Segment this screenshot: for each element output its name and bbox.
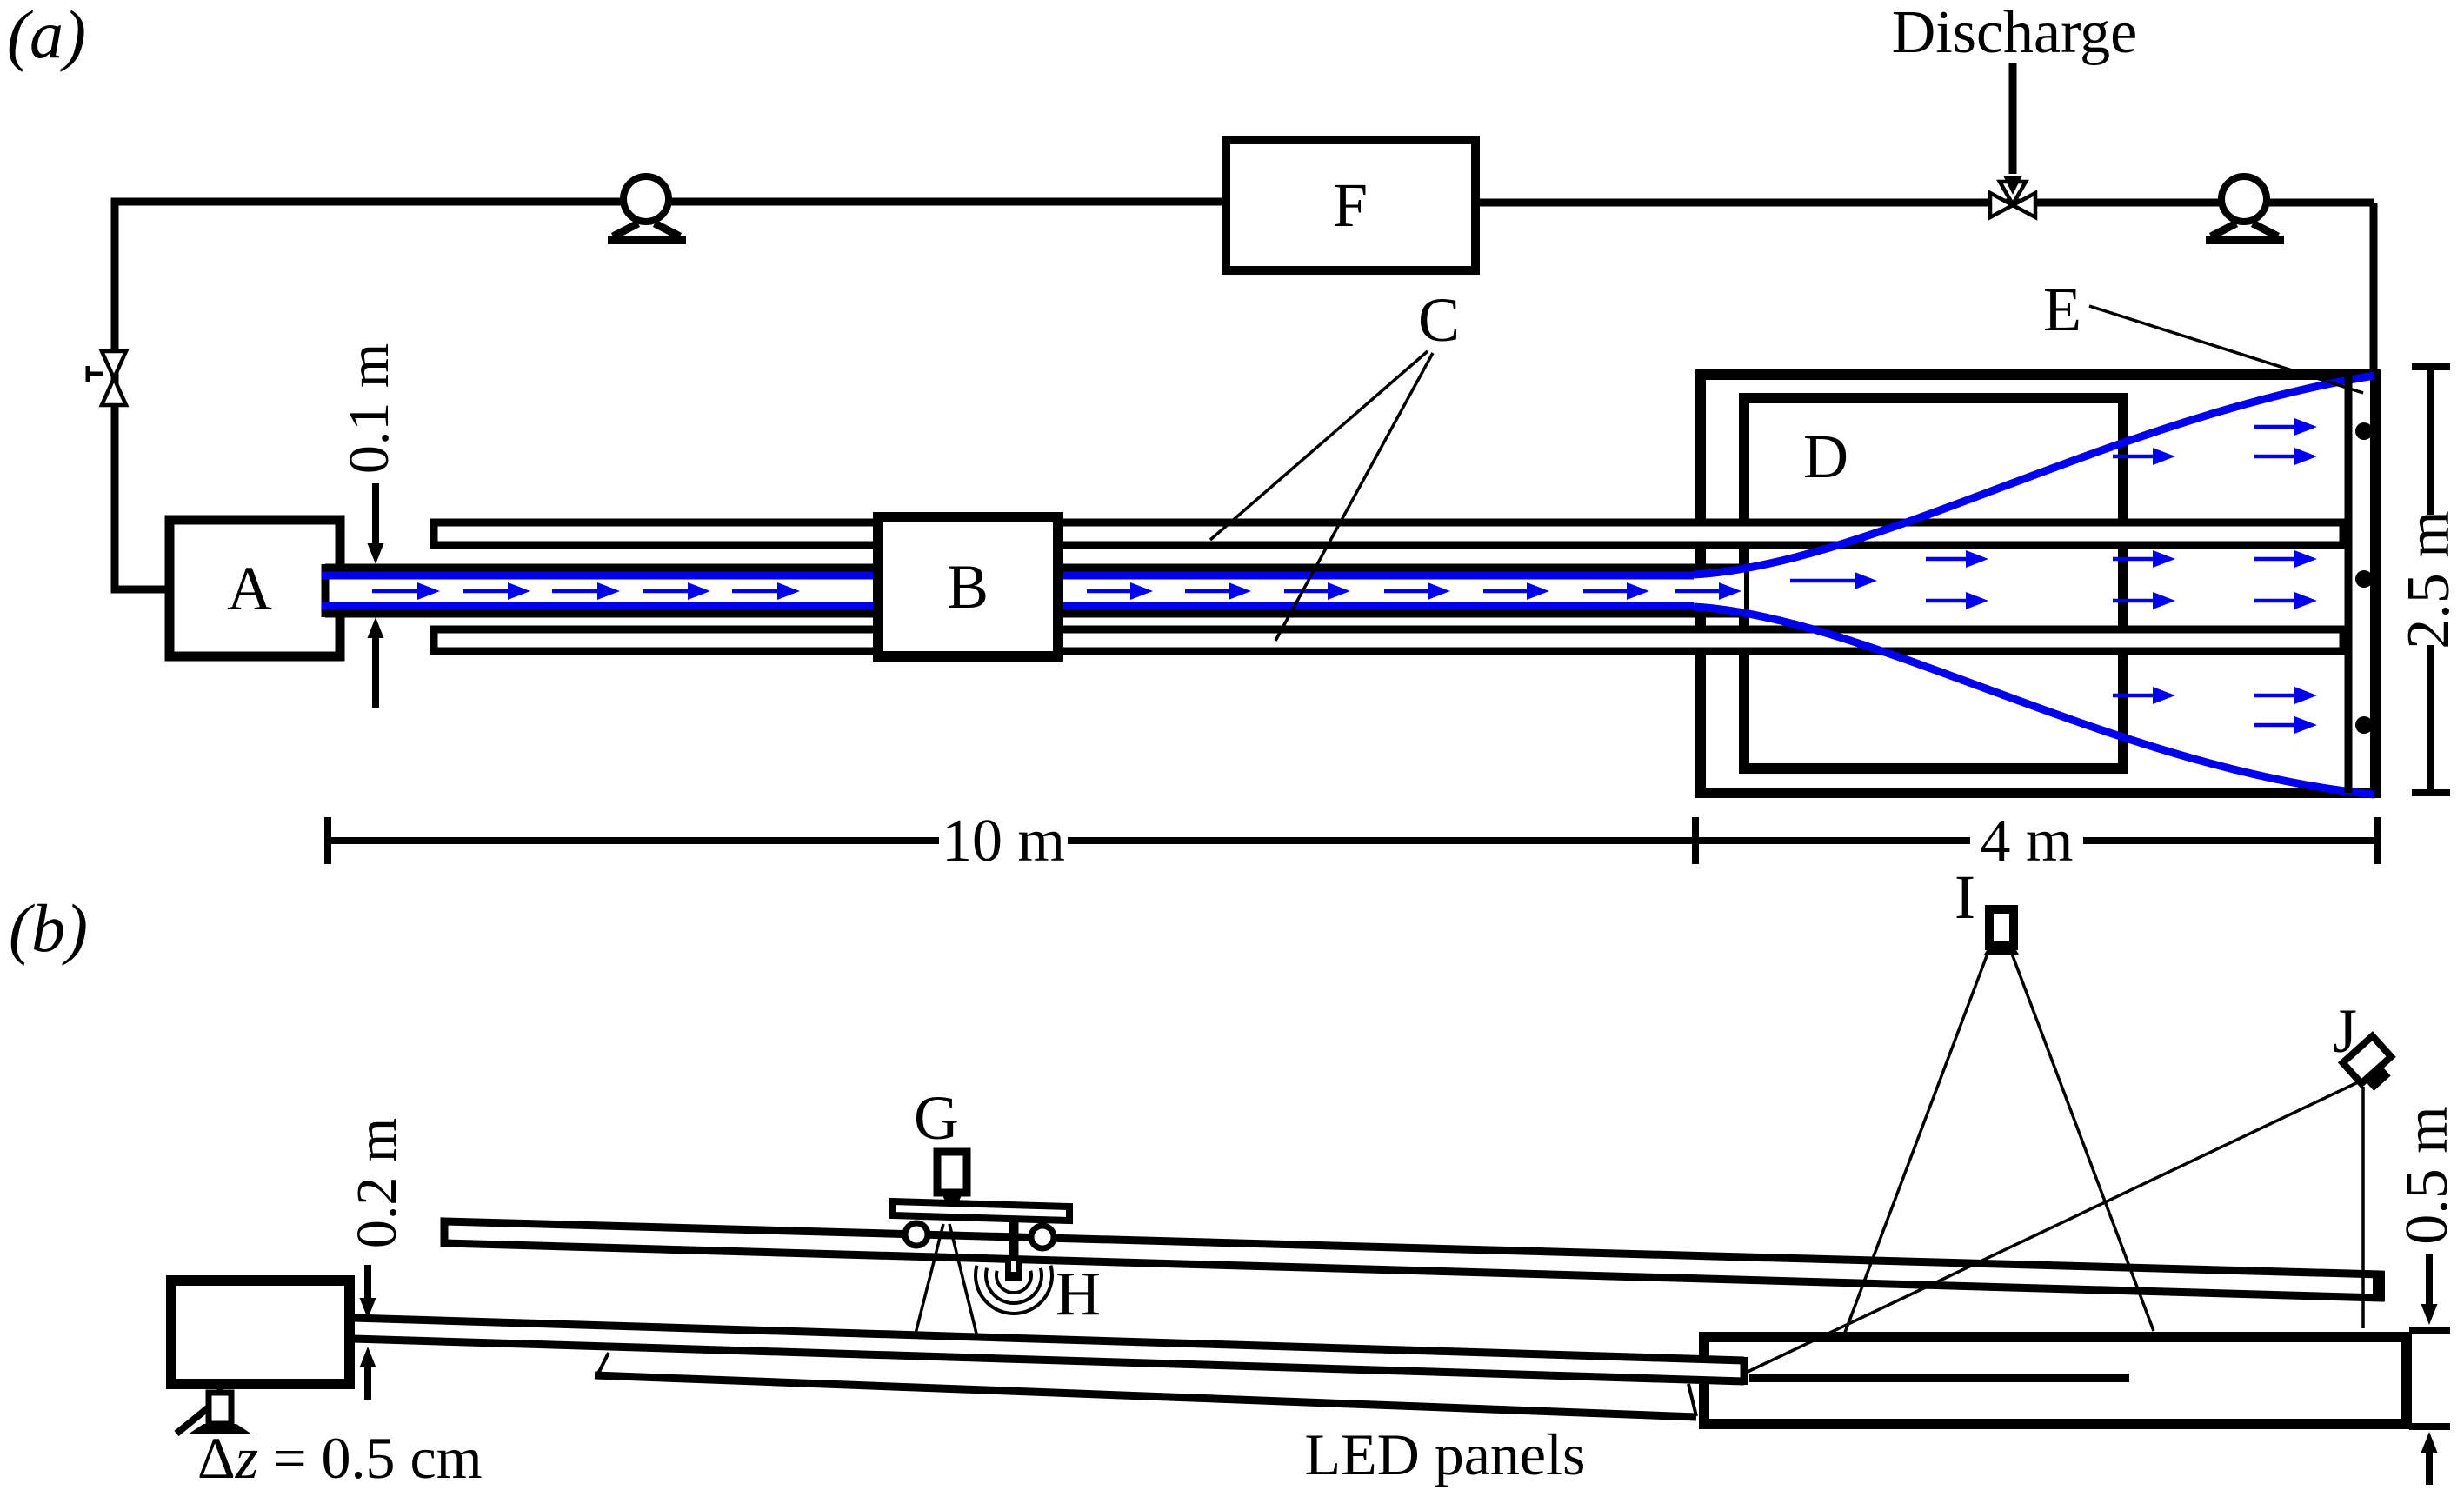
svg-text:Discharge: Discharge	[1892, 0, 2138, 66]
svg-text:Δz = 0.5 cm: Δz = 0.5 cm	[197, 1425, 483, 1491]
svg-text:F: F	[1333, 170, 1368, 240]
svg-text:(b): (b)	[9, 890, 88, 966]
svg-text:0.2 m: 0.2 m	[345, 1118, 409, 1248]
svg-text:C: C	[1418, 285, 1460, 355]
svg-text:B: B	[947, 552, 989, 622]
svg-text:E: E	[2043, 275, 2081, 344]
svg-text:4 m: 4 m	[1981, 808, 2074, 875]
svg-text:0.5 m: 0.5 m	[2394, 1106, 2461, 1244]
svg-text:2.5 m: 2.5 m	[2395, 510, 2462, 649]
svg-text:LED panels: LED panels	[1305, 1421, 1586, 1487]
svg-text:A: A	[227, 554, 272, 623]
svg-text:G: G	[914, 1083, 959, 1153]
svg-text:10 m: 10 m	[942, 808, 1065, 875]
svg-text:(a): (a)	[7, 0, 86, 72]
svg-text:H: H	[1056, 1259, 1101, 1328]
svg-text:0.1 m: 0.1 m	[337, 343, 401, 474]
svg-text:I: I	[1955, 862, 1975, 932]
svg-text:D: D	[1803, 422, 1848, 491]
